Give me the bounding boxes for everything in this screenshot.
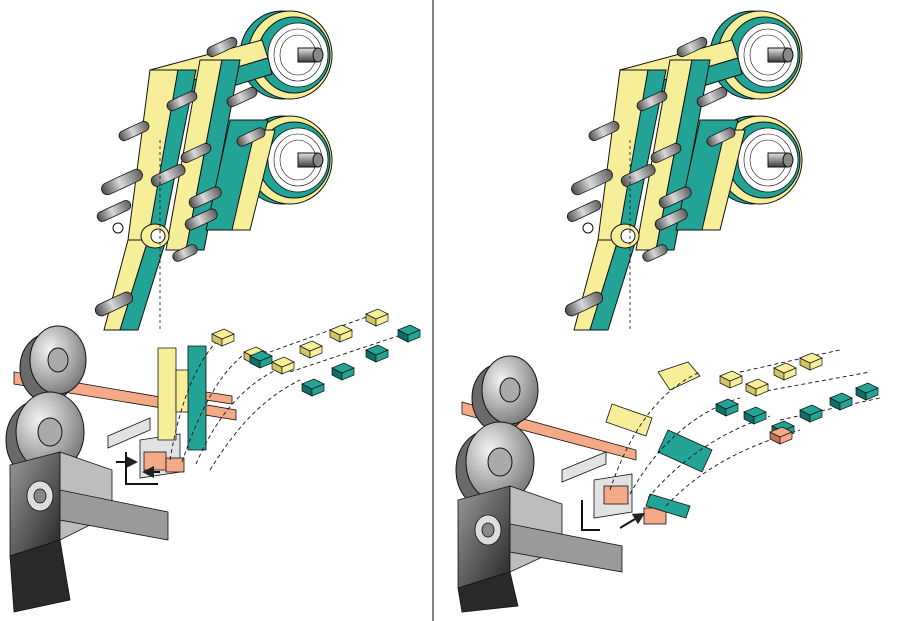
clip-icon: [211, 328, 235, 347]
clip-icon: [301, 378, 325, 397]
clip-icon: [271, 356, 295, 375]
clip-icon: [715, 398, 739, 417]
right-panel: [455, 10, 881, 613]
clip-icon: [365, 308, 389, 327]
clip-icon: [855, 382, 879, 401]
cutter-head: [561, 451, 667, 525]
clip-icon: [365, 344, 389, 363]
clip-icon: [743, 406, 767, 425]
roller-icon: [564, 36, 736, 317]
clip-icon: [829, 392, 853, 411]
roller-icon: [94, 36, 266, 317]
clip-icon: [397, 324, 421, 343]
pulley-icon: [112, 222, 170, 249]
clip-icon: [329, 324, 353, 343]
clip-icon: [745, 378, 769, 397]
clip-icon: [299, 340, 323, 359]
machine-base: [457, 485, 623, 613]
clip-icon: [331, 362, 355, 381]
clip-icon: [769, 426, 793, 445]
wheel-icon: [19, 325, 87, 403]
tape-path: [157, 345, 233, 451]
clip-icon: [799, 352, 823, 371]
left-panel: [5, 10, 421, 613]
clip-group: [715, 352, 879, 445]
tape-path: [605, 361, 713, 519]
wheel-icon: [471, 355, 539, 433]
arrow-icon: [581, 500, 646, 531]
clip-icon: [773, 362, 797, 381]
motion-path: [609, 349, 881, 507]
arrow-icon: [116, 452, 160, 485]
clip-icon: [799, 404, 823, 423]
clip-icon: [719, 370, 743, 389]
clip-group: [211, 308, 421, 397]
machine-base: [9, 451, 169, 613]
pulley-icon: [582, 222, 640, 249]
